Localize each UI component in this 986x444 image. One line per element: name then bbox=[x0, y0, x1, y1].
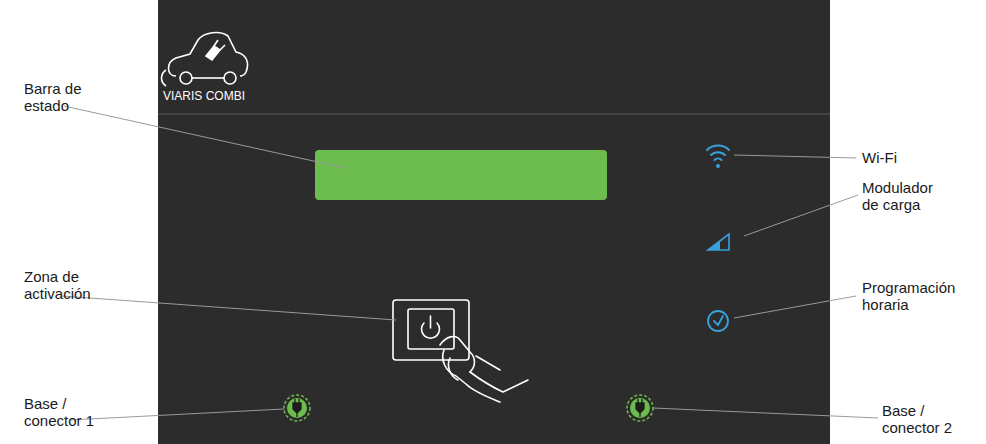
connector-1-icon bbox=[284, 395, 310, 421]
connector-plug bbox=[636, 399, 644, 417]
clock-face bbox=[708, 311, 728, 331]
wifi-arc bbox=[715, 159, 722, 160]
power-bar bbox=[430, 316, 432, 328]
front-panel bbox=[158, 0, 830, 444]
connector-disc bbox=[630, 398, 650, 418]
callout-label: Base / conector 2 bbox=[882, 402, 962, 436]
logo-plug-pin bbox=[214, 40, 218, 46]
leader-line bbox=[70, 409, 284, 420]
modulator-fill bbox=[708, 241, 720, 250]
leader-line bbox=[64, 106, 345, 168]
leader-line bbox=[653, 408, 878, 418]
connector-plug bbox=[293, 399, 301, 417]
activation-frame bbox=[393, 300, 469, 360]
logo-plug bbox=[206, 46, 220, 60]
wifi-arc bbox=[707, 146, 729, 150]
logo-wheel bbox=[180, 72, 192, 84]
logo-car-body bbox=[169, 33, 248, 76]
wifi-arc bbox=[711, 152, 725, 155]
callout-label: Modulador de carga bbox=[862, 179, 948, 213]
callout-label: Base / conector 1 bbox=[24, 395, 98, 429]
hand-finger bbox=[448, 358, 458, 380]
hand-line bbox=[476, 356, 500, 370]
load-modulator-icon bbox=[708, 234, 729, 250]
logo-car bbox=[162, 33, 248, 86]
logo-text: VIARIS COMBI bbox=[163, 89, 273, 103]
leader-line bbox=[744, 195, 858, 236]
connector-ring bbox=[627, 395, 653, 421]
activation-zone bbox=[393, 300, 528, 402]
wifi-dot bbox=[716, 164, 720, 168]
modulator-outline bbox=[708, 234, 729, 250]
status-bar bbox=[315, 150, 607, 200]
leader-line bbox=[62, 296, 396, 320]
connector-disc bbox=[287, 398, 307, 418]
clock-icon bbox=[708, 311, 728, 331]
callout-label: Programación horaria bbox=[862, 279, 972, 313]
leader-line bbox=[734, 155, 856, 158]
wifi-icon bbox=[707, 146, 729, 168]
logo-wheel bbox=[224, 72, 236, 84]
hand-wrist bbox=[470, 372, 528, 392]
logo-cable bbox=[162, 70, 167, 86]
logo-plug-pin bbox=[220, 45, 225, 50]
leader-lines bbox=[62, 106, 878, 420]
connector-ring bbox=[284, 395, 310, 421]
callout-label: Wi-Fi bbox=[862, 149, 962, 166]
callout-label: Zona de activación bbox=[24, 268, 102, 302]
panel-separator bbox=[158, 113, 830, 115]
callout-label: Barra de estado bbox=[24, 80, 94, 114]
rfid-card bbox=[408, 309, 454, 349]
connector-2-icon bbox=[627, 395, 653, 421]
hand-palm bbox=[443, 350, 500, 402]
leader-line bbox=[734, 296, 856, 318]
clock-hands bbox=[714, 316, 723, 325]
logo-line bbox=[192, 77, 224, 79]
